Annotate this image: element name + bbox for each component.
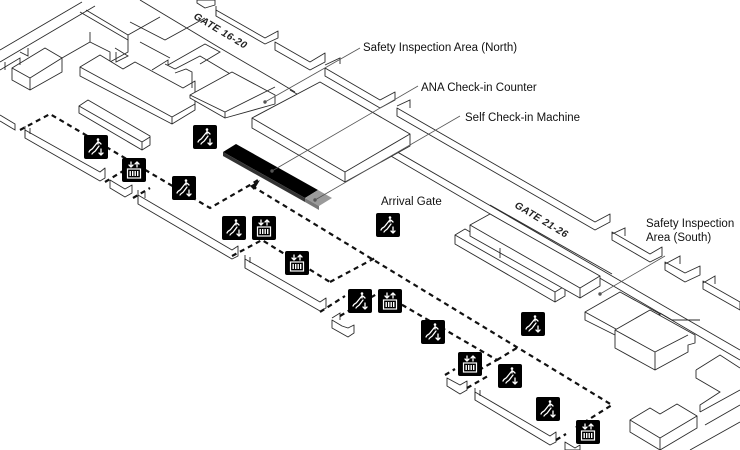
escalator-icon[interactable] <box>347 288 373 314</box>
escalator-icon[interactable] <box>420 319 446 345</box>
elevator-icon[interactable] <box>457 351 483 377</box>
escalator-icon[interactable] <box>83 134 109 160</box>
escalator-icon[interactable] <box>520 311 546 337</box>
callout-safety-north[interactable]: Safety Inspection Area (North) <box>363 42 517 54</box>
callout-ana-check-in-counter[interactable]: ANA Check-in Counter <box>421 82 537 94</box>
escalator-icon[interactable] <box>192 124 218 150</box>
elevator-icon[interactable] <box>121 157 147 183</box>
escalator-icon[interactable] <box>171 175 197 201</box>
elevator-icon[interactable] <box>377 288 403 314</box>
callout-safety-south-line2[interactable]: Area (South) <box>646 232 711 244</box>
callout-safety-south-line1[interactable]: Safety Inspection <box>646 218 734 230</box>
escalator-icon[interactable] <box>497 363 523 389</box>
elevator-icon[interactable] <box>251 215 277 241</box>
callout-self-check-in-machine[interactable]: Self Check-in Machine <box>465 112 580 124</box>
callout-leaders <box>263 47 666 296</box>
route-arrow-icon <box>250 180 260 190</box>
escalator-icon[interactable] <box>375 212 401 238</box>
elevator-icon[interactable] <box>284 250 310 276</box>
callout-arrival-gate[interactable]: Arrival Gate <box>381 196 442 208</box>
elevator-icon[interactable] <box>575 419 601 445</box>
escalator-icon[interactable] <box>221 215 247 241</box>
escalator-icon[interactable] <box>535 396 561 422</box>
